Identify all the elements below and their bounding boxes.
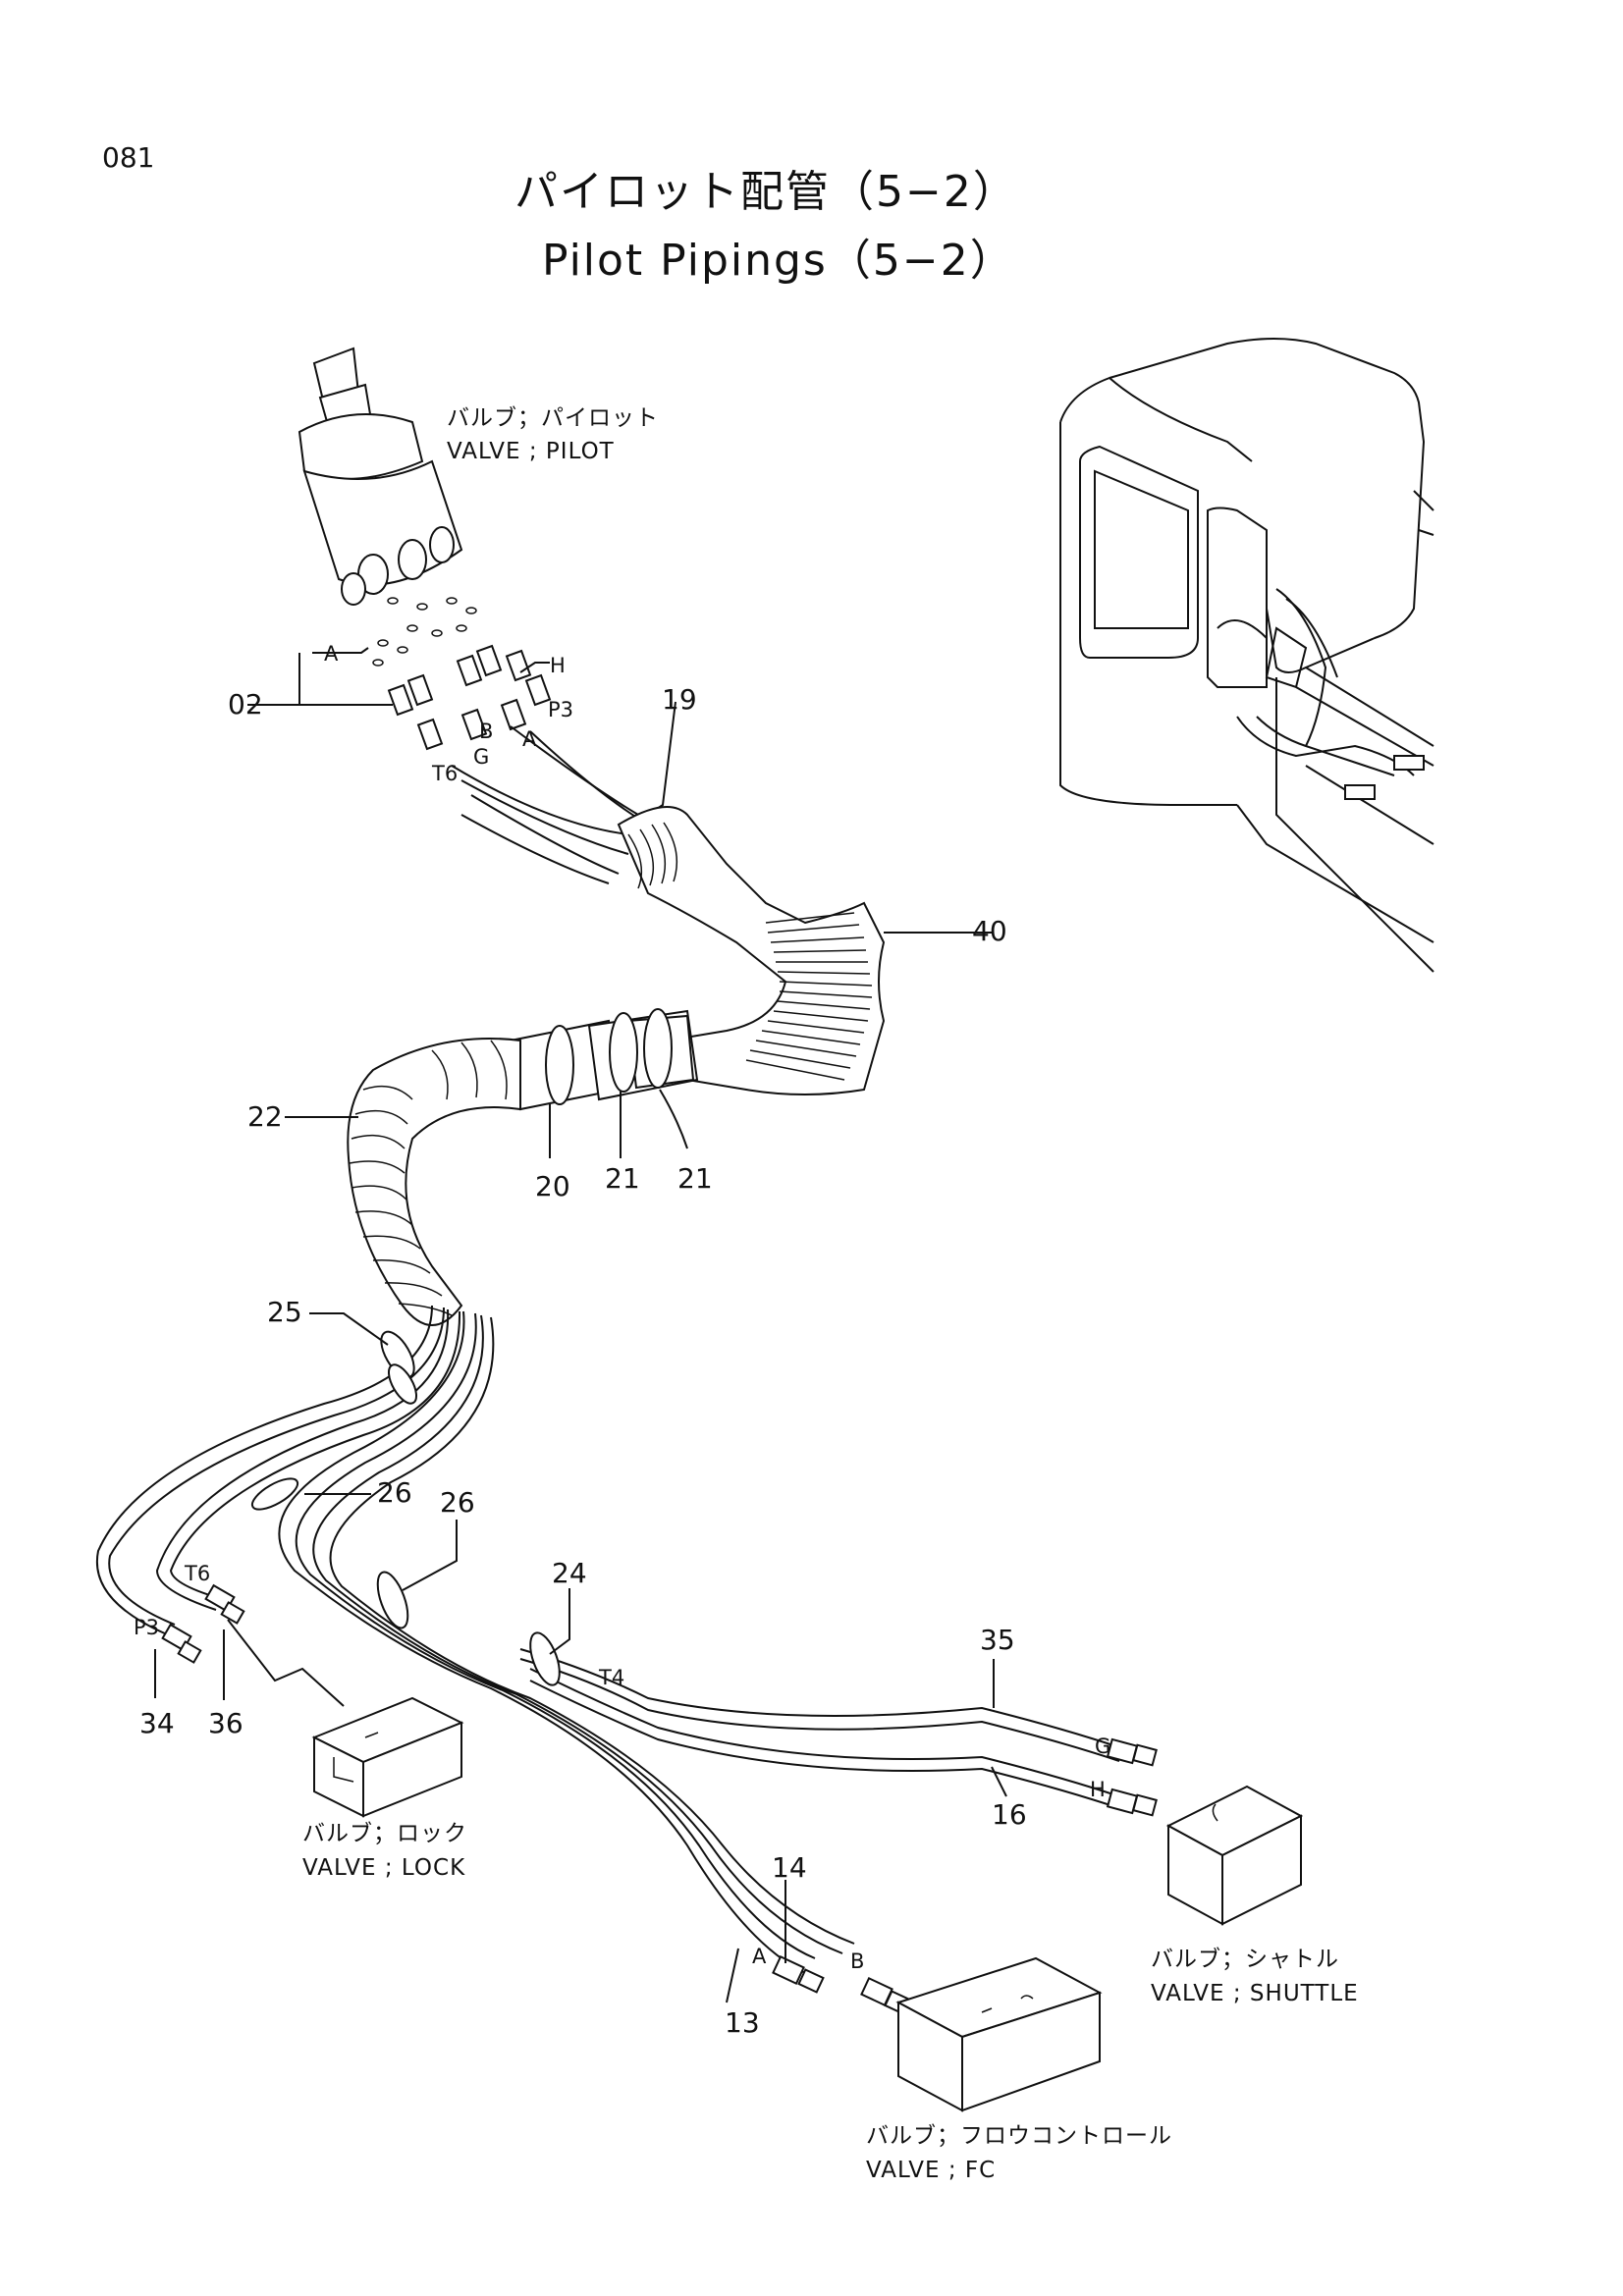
- shuttle-fittings: [1106, 1737, 1158, 1817]
- part-14: 14: [772, 1851, 807, 1884]
- part-20: 20: [535, 1170, 570, 1202]
- hose-bundle-upper: [451, 725, 649, 884]
- part-26-a: 26: [377, 1476, 412, 1509]
- port-label-P3-top: P3: [548, 698, 573, 721]
- pilot-valve-label-en: VALVE ; PILOT: [447, 439, 615, 464]
- part-35: 35: [980, 1624, 1015, 1656]
- fc-valve-label-jp: バルブ；フロウコントロール: [866, 2123, 1172, 2149]
- lock-valve-label-jp: バルブ；ロック: [302, 1821, 467, 1846]
- lock-valve-label-en: VALVE ; LOCK: [302, 1855, 465, 1881]
- leader-24: [549, 1588, 570, 1655]
- part-02: 02: [228, 688, 263, 721]
- port-label-G-shuttle: G: [1095, 1735, 1110, 1758]
- pilot-fittings: [387, 644, 552, 751]
- lock-valve-drawing: [311, 1696, 464, 1818]
- fc-valve-drawing: [895, 1956, 1103, 2112]
- part-25: 25: [267, 1296, 302, 1328]
- part-34: 34: [139, 1707, 175, 1739]
- leader-H: [519, 662, 550, 673]
- protective-cover: [617, 806, 886, 1095]
- port-label-B-fc: B: [850, 1949, 864, 1973]
- part-16: 16: [992, 1798, 1027, 1831]
- leader-16: [991, 1766, 1007, 1797]
- part-22: 22: [247, 1100, 283, 1133]
- clamps-20-21: [509, 1008, 699, 1111]
- port-label-A-fc: A: [752, 1945, 767, 1968]
- part-40: 40: [972, 915, 1007, 947]
- cab-inset: [1059, 338, 1434, 973]
- shuttle-valve-label-en: VALVE ; SHUTTLE: [1151, 1981, 1359, 2006]
- part-24: 24: [552, 1557, 587, 1589]
- pilot-valve-drawing: [298, 347, 477, 667]
- part-26-b: 26: [440, 1486, 475, 1519]
- leader-21b: [659, 1089, 688, 1149]
- part-21-a: 21: [605, 1162, 640, 1195]
- port-label-B-top: B: [479, 720, 493, 743]
- leader-A-top: [312, 647, 369, 654]
- lock-valve-fittings: [161, 1583, 245, 1664]
- leader-13: [726, 1948, 739, 2003]
- leader-02: [298, 653, 393, 706]
- part-13: 13: [725, 2006, 760, 2039]
- leader-25: [309, 1312, 389, 1346]
- shuttle-valve-drawing: [1165, 1785, 1304, 1926]
- fc-fittings: [772, 1955, 911, 2015]
- part-21-b: 21: [677, 1162, 713, 1195]
- hose-clamps: [250, 1330, 561, 1686]
- fc-valve-label-en: VALVE ; FC: [866, 2158, 996, 2183]
- title-english: Pilot Pipings（5−2）: [542, 236, 1015, 286]
- page-number: 081: [102, 141, 154, 174]
- port-label-H-top: H: [550, 654, 566, 677]
- port-label-H-shuttle: H: [1090, 1778, 1106, 1801]
- port-label-T4: T4: [598, 1666, 624, 1689]
- port-label-T6-top: T6: [431, 762, 458, 785]
- port-label-T6-low: T6: [184, 1562, 210, 1585]
- port-label-A-mid: A: [522, 727, 537, 751]
- port-label-G-top: G: [473, 745, 489, 769]
- hose-lines-lower: [95, 1305, 1120, 1974]
- shuttle-valve-label-jp: バルブ；シャトル: [1151, 1947, 1339, 1972]
- leader-26b: [402, 1520, 458, 1591]
- title-japanese: パイロット配管（5−2）: [514, 167, 1018, 217]
- leader-lock-T6: [227, 1619, 345, 1707]
- leader-19: [647, 701, 676, 816]
- pilot-valve-label-jp: バルブ；パイロット: [447, 405, 659, 431]
- part-36: 36: [208, 1707, 243, 1739]
- port-label-A-top: A: [324, 642, 339, 666]
- part-19: 19: [662, 683, 697, 716]
- spiral-wrap: [347, 1038, 521, 1326]
- port-label-P3-low: P3: [134, 1616, 159, 1639]
